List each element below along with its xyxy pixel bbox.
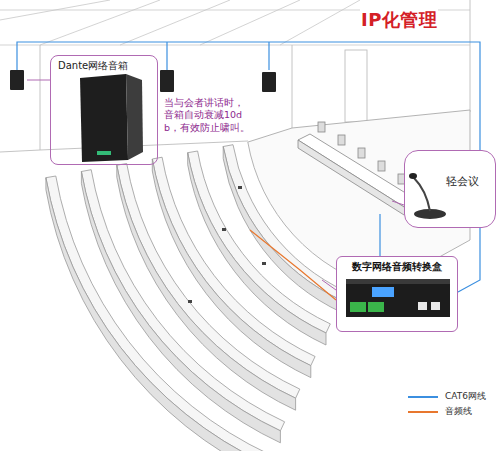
ceiling-line: [120, 0, 230, 45]
node-text-row: 数字网络音频转换盒: [342, 261, 452, 273]
desk-top: [81, 170, 284, 431]
desk-front: [223, 147, 341, 313]
node-text: 数字网络音频转换盒: [351, 261, 443, 273]
door: [345, 50, 367, 122]
desk-top: [188, 151, 331, 333]
node-text-row: 轻会议: [445, 175, 491, 189]
desk-mic: [188, 300, 192, 303]
ceiling-speaker: [10, 70, 24, 90]
wall-edge: [470, 0, 471, 112]
seat-rows: [46, 145, 346, 451]
speaker-callout: Dante网络音箱: [50, 55, 158, 165]
cat6-cable: [166, 42, 167, 70]
ceiling-line: [40, 0, 160, 45]
callout-note: 当与会者讲话时，音箱自动衰减10db，有效防止啸叫。: [164, 97, 252, 134]
mic-neck: [414, 178, 430, 211]
node-text: Dante网络音箱: [57, 60, 129, 73]
chair: [338, 135, 345, 145]
device-display: [372, 287, 394, 297]
desk-top: [46, 176, 270, 451]
chair: [378, 161, 385, 171]
desk-top: [152, 157, 315, 365]
ceiling-speaker: [262, 72, 276, 92]
legend-swatch: [408, 411, 438, 413]
mic-panel: [404, 150, 496, 228]
device-body: [346, 279, 450, 317]
speaker-front: [80, 74, 128, 162]
legend-text: CAT6网线: [444, 389, 487, 404]
legend: CAT6网线音频线: [408, 389, 487, 419]
dante-speaker: [80, 74, 143, 162]
chair: [358, 148, 365, 158]
desk-mics: [188, 186, 266, 303]
terminal-block: [368, 302, 384, 312]
legend-swatch: [408, 396, 438, 398]
wall-edge: [292, 45, 293, 128]
desk-front: [46, 178, 265, 451]
desk-mic: [262, 262, 266, 265]
cat6-cable: [379, 214, 380, 256]
ceiling-speaker: [160, 70, 174, 92]
speaker-logo: [97, 151, 111, 155]
leader-line: [27, 80, 50, 81]
legend-row: CAT6网线: [408, 389, 487, 404]
mic-callout: 轻会议: [404, 150, 496, 228]
audio-cable: [250, 230, 336, 300]
cat6-cable: [268, 42, 269, 70]
node-text: 轻会议: [445, 175, 480, 189]
converter-panel: [336, 256, 458, 332]
device-top: [346, 279, 450, 284]
speaker-side: [126, 74, 143, 160]
leader-line: [322, 280, 336, 290]
diagram-title: IP化管理: [360, 8, 438, 32]
ceiling: [0, 0, 470, 45]
leader-line: [392, 201, 404, 205]
desk-mic: [222, 228, 226, 231]
gooseneck-mic: [409, 173, 446, 219]
converter-callout: 数字网络音频转换盒: [336, 256, 458, 332]
network-port: [431, 302, 440, 310]
network-port: [418, 302, 427, 310]
node-text-row: Dante网络音箱: [57, 60, 151, 73]
table-front: [298, 140, 412, 220]
terminal-block: [350, 302, 366, 312]
legend-text: 音频线: [444, 404, 473, 419]
desk-mic: [238, 186, 242, 189]
converter-device: [346, 279, 450, 317]
ceiling-line: [200, 0, 300, 45]
chair: [318, 122, 325, 132]
desk-front: [188, 153, 326, 345]
mic-head: [409, 173, 417, 179]
ceiling-line: [280, 0, 360, 45]
legend-row: 音频线: [408, 404, 487, 419]
wall-edge: [40, 45, 41, 150]
ceiling-edge: [0, 45, 470, 46]
